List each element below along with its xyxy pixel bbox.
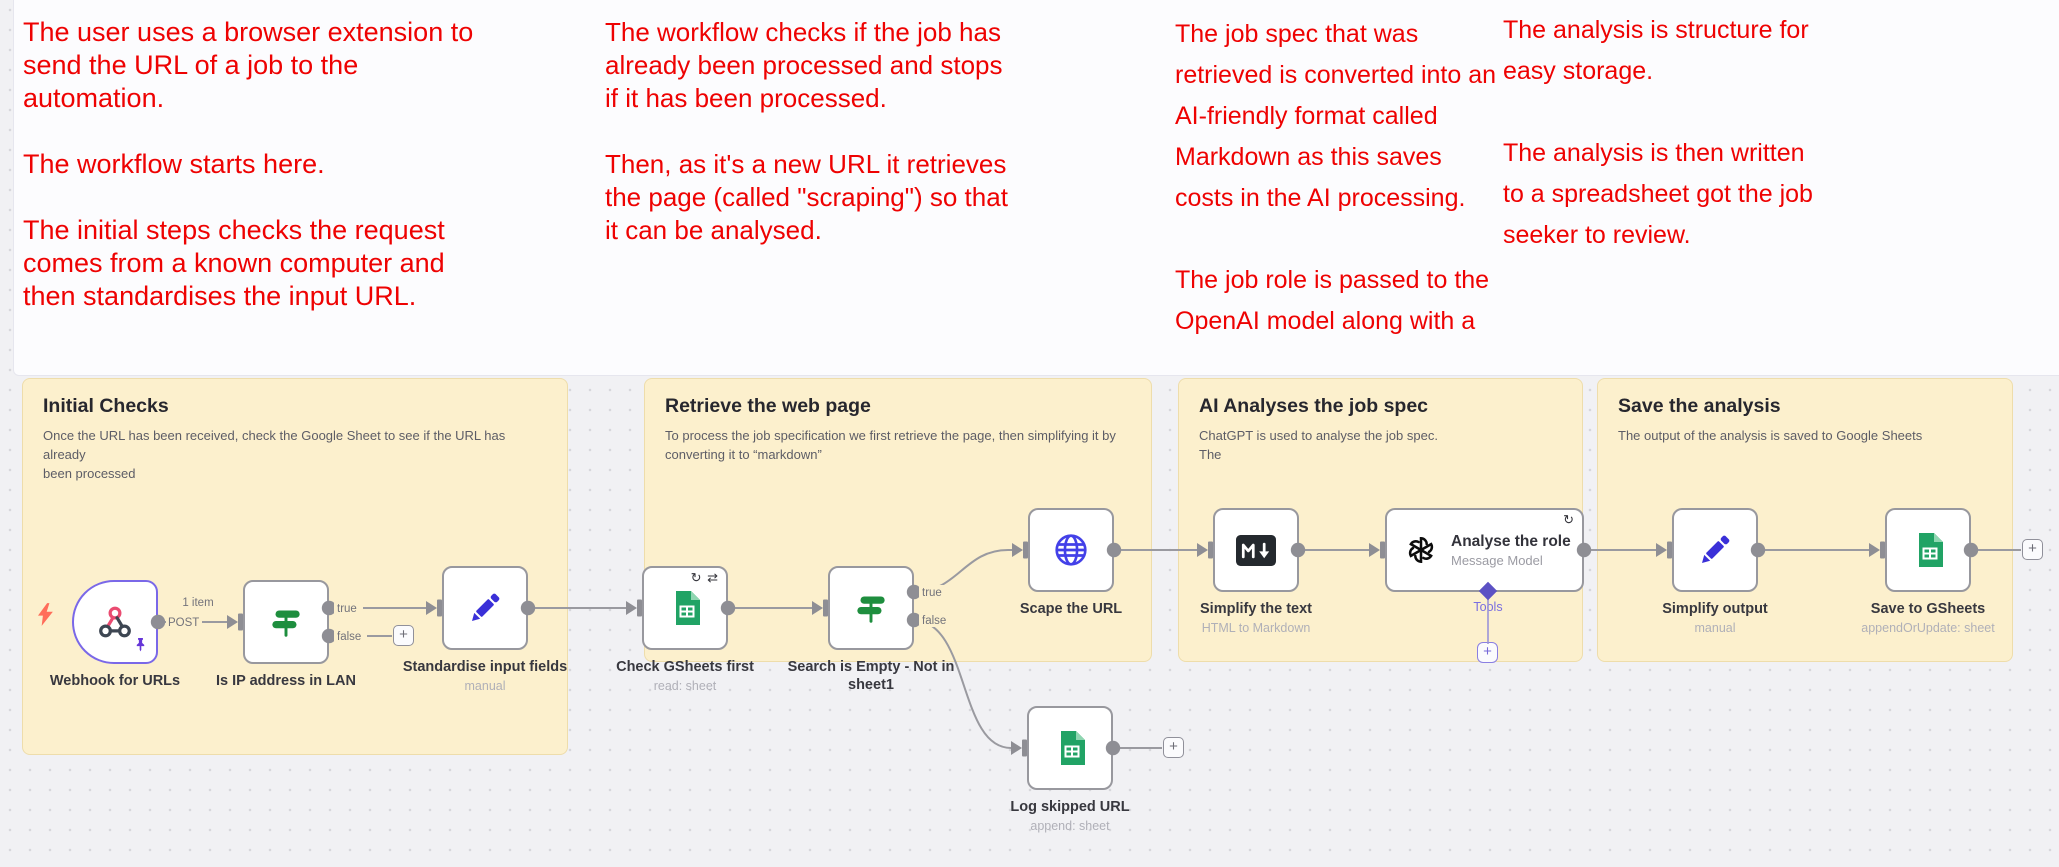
node-webhook-for-urls[interactable] xyxy=(72,580,158,664)
globe-http-icon xyxy=(1055,534,1087,566)
group-subtitle: To process the job specification we firs… xyxy=(665,428,1116,462)
node-title: Analyse the role xyxy=(1451,532,1571,550)
if-switch-icon xyxy=(857,596,885,623)
node-standardise-input-fields[interactable] xyxy=(442,566,528,650)
node-label-logskip: Log skipped URL append: sheet xyxy=(1010,799,1130,834)
annotation-sticky-note[interactable] xyxy=(13,0,2059,376)
google-sheets-icon xyxy=(1061,731,1085,765)
add-node-button-end[interactable]: + xyxy=(2022,539,2043,560)
refresh-icon: ↻ xyxy=(1563,512,1575,527)
node-log-skipped-url[interactable] xyxy=(1027,706,1113,790)
node-label-savegs: Save to GSheets appendOrUpdate: sheet xyxy=(1861,601,1995,636)
group-title: AI Analyses the job spec xyxy=(1199,395,1429,417)
edit-pen-icon xyxy=(1702,535,1730,563)
node-label-search: Search is Empty - Not in sheet1 xyxy=(787,659,955,694)
node-analyse-the-role[interactable]: ↻ Analyse the role Message Model xyxy=(1385,508,1584,592)
node-scape-the-url[interactable] xyxy=(1028,508,1114,592)
node-label-webhook: Webhook for URLs xyxy=(49,673,181,689)
node-save-to-gsheets[interactable] xyxy=(1885,508,1971,592)
annotation-text-1: The user uses a browser extension to sen… xyxy=(23,17,474,311)
annotation-text-4: The analysis is structure for easy stora… xyxy=(1503,16,1813,249)
node-label-standardise: Standardise input fields manual xyxy=(402,659,568,694)
add-tool-button[interactable]: + xyxy=(1477,642,1498,663)
google-sheets-icon xyxy=(1919,533,1943,567)
node-simplify-the-text[interactable] xyxy=(1213,508,1299,592)
group-subtitle: The output of the analysis is saved to G… xyxy=(1618,428,1923,443)
node-label-scape: Scape the URL xyxy=(1019,601,1123,617)
group-subtitle: ChatGPT is used to analyse the job spec.… xyxy=(1199,428,1438,462)
node-search-is-empty[interactable] xyxy=(828,566,914,650)
node-simplify-output[interactable] xyxy=(1672,508,1758,592)
group-title: Save the analysis xyxy=(1618,395,1781,417)
add-node-button-logskip[interactable]: + xyxy=(1163,737,1184,758)
edit-pen-icon xyxy=(472,593,500,621)
pinned-data-icon xyxy=(134,637,147,657)
trigger-bolt-icon xyxy=(38,603,54,631)
group-title: Retrieve the web page xyxy=(665,395,871,417)
node-label-simplifytext: Simplify the text HTML to Markdown xyxy=(1200,601,1312,636)
tools-port-label: Tools xyxy=(1473,600,1503,614)
node-label-isip: Is IP address in LAN xyxy=(216,673,356,689)
add-node-button-false-branch[interactable]: + xyxy=(393,625,414,646)
node-is-ip-in-lan[interactable] xyxy=(243,580,329,664)
if-switch-icon xyxy=(272,610,300,637)
annotation-text-2: The workflow checks if the job has alrea… xyxy=(605,17,1008,245)
retry-settings-icons: ↻ ⇄ xyxy=(690,570,719,585)
group-subtitle: Once the URL has been received, check th… xyxy=(43,428,506,481)
node-label-simplifyout: Simplify output manual xyxy=(1662,601,1768,636)
group-title: Initial Checks xyxy=(43,395,169,417)
markdown-icon xyxy=(1236,534,1276,566)
google-sheets-icon xyxy=(676,591,700,625)
webhook-icon xyxy=(99,606,131,638)
node-subtitle: Message Model xyxy=(1451,552,1543,568)
node-check-gsheets-first[interactable]: ↻ ⇄ xyxy=(642,566,728,650)
annotation-text-3: The job spec that was retrieved is conve… xyxy=(1175,20,1497,335)
node-label-checkgs: Check GSheets first read: sheet xyxy=(616,659,754,694)
openai-icon xyxy=(1408,537,1434,563)
